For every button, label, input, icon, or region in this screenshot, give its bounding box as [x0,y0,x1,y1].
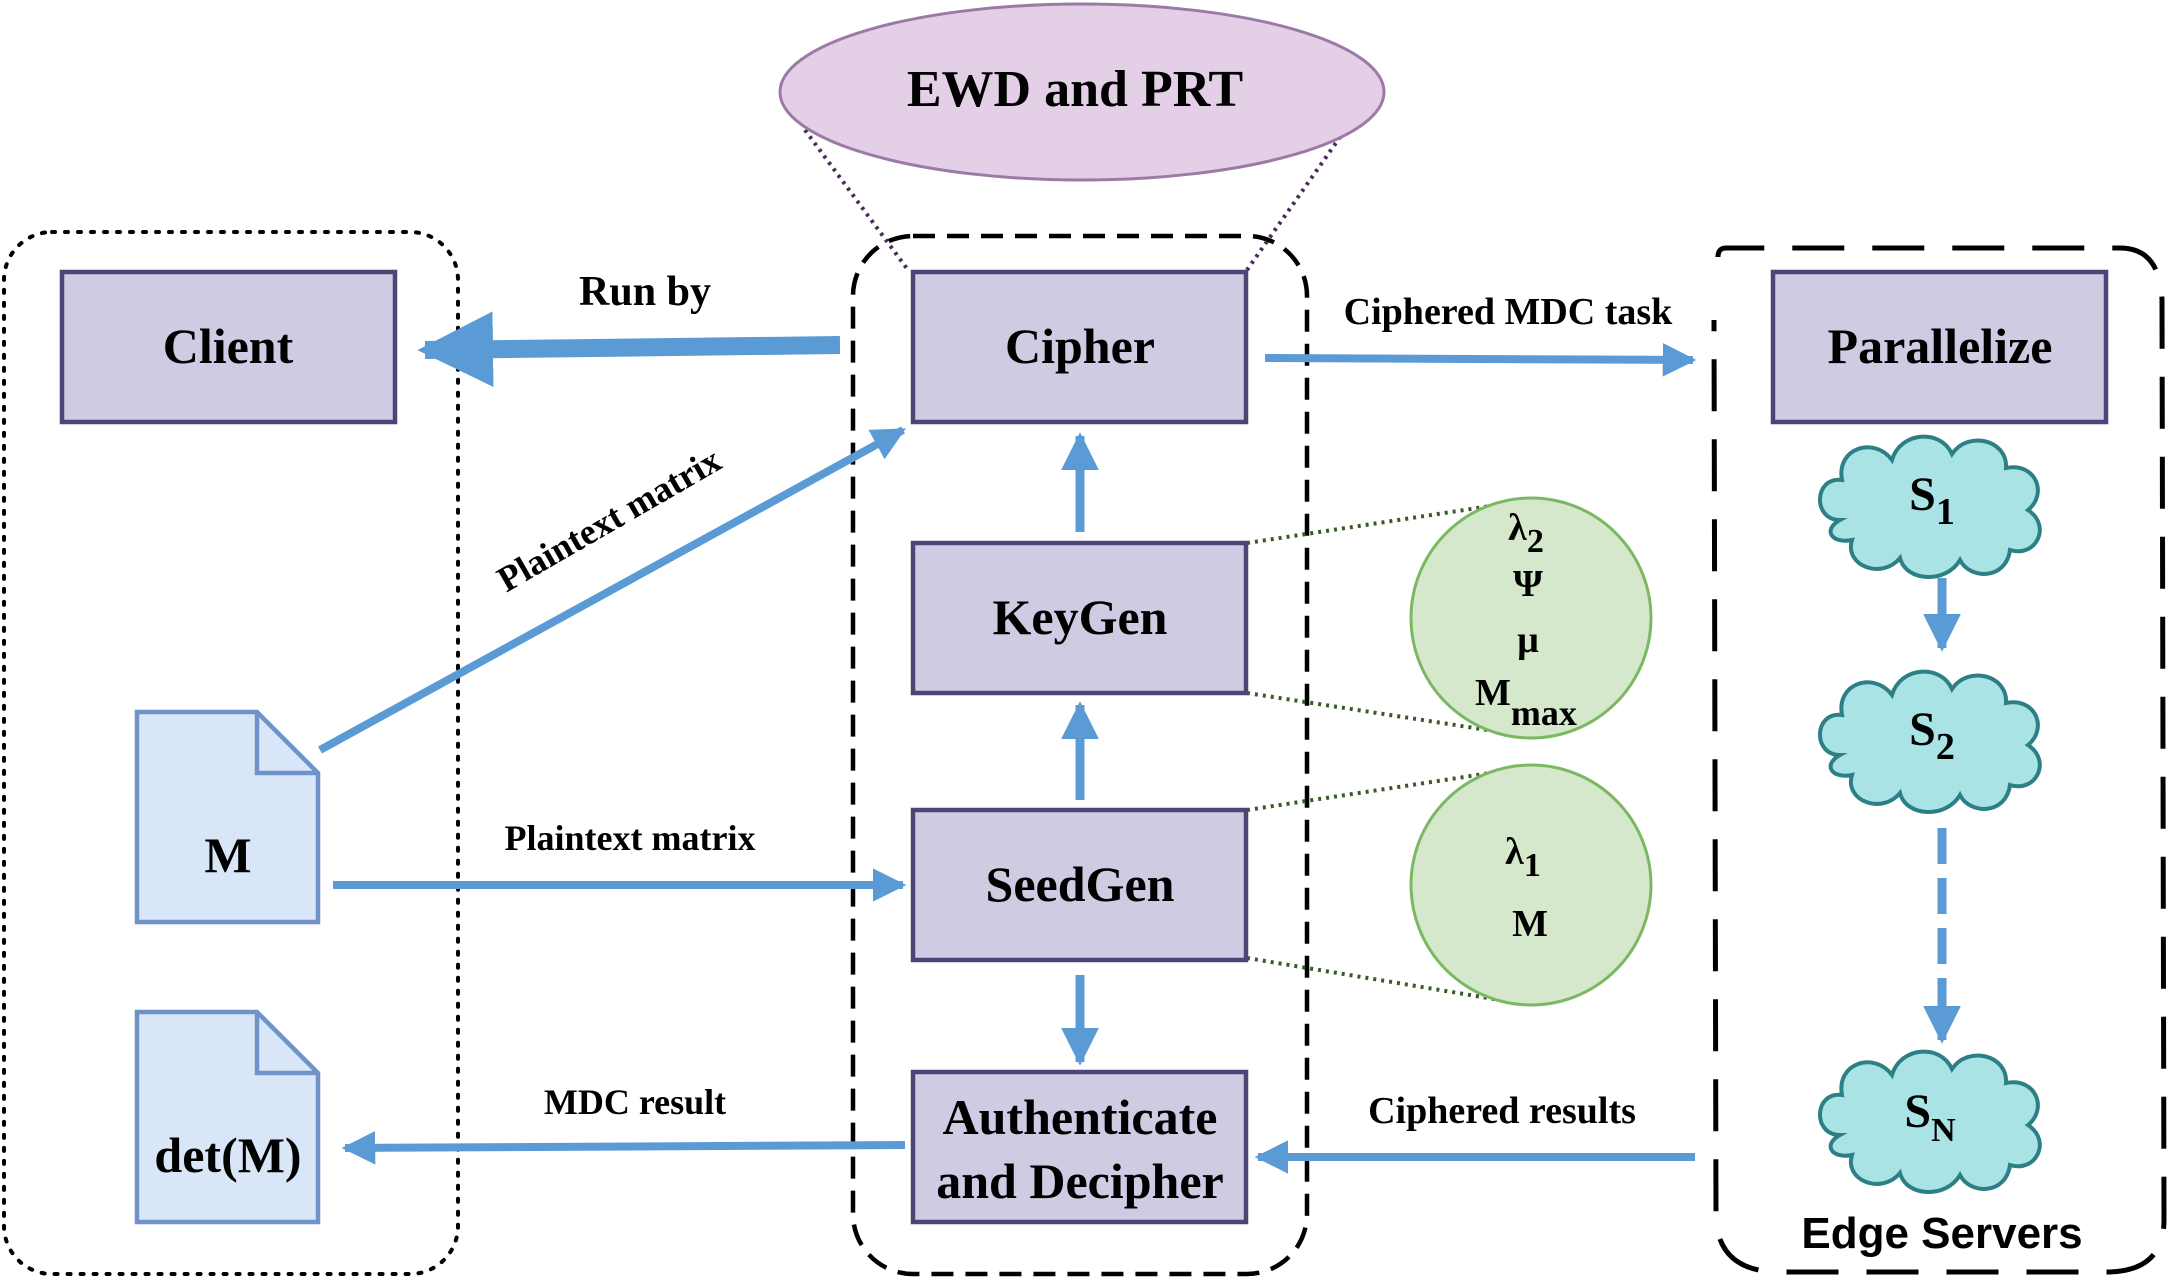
authenticate-label: Authenticate [943,1089,1218,1145]
mdc-result-label: MDC result [544,1082,726,1122]
keygen-params-circle [1409,496,1653,740]
edge-servers-group-boundary [1711,245,2167,1275]
server-s1-cloud-icon: S1 [1818,434,2042,579]
seedgen-label: SeedGen [986,856,1175,912]
run-by-label: Run by [579,269,711,315]
server-sn-cloud-icon: SN [1818,1049,2042,1194]
server-s2-cloud-icon: S2 [1818,669,2042,814]
ciphered-results-label: Ciphered results [1368,1090,1636,1132]
param-lambda2: λ2 [1508,507,1544,560]
det-doc-label: det(M) [154,1127,301,1183]
matrix-document-icon: M [134,709,321,925]
parallelize-label: Parallelize [1828,318,2053,374]
seedgen-params-circle [1409,763,1653,1007]
keygen-label: KeyGen [993,589,1168,645]
seedgen-callout-bottom [1246,956,1501,1002]
param-psi: Ψ [1513,563,1543,605]
seedgen-box: SeedGen [910,807,1249,963]
decipher-label: and Decipher [936,1153,1224,1209]
run-by-arrow [417,311,841,387]
param-mu: μ [1517,619,1539,661]
sn-label: SN [1904,1085,1956,1149]
ciphered-task-arrow [1264,343,1697,377]
s1-label: S1 [1909,468,1955,533]
plaintext-horizontal-label: Plaintext matrix [505,818,756,858]
cipher-label: Cipher [1005,318,1155,374]
determinant-document-icon: det(M) [134,1009,321,1225]
param-m: M [1512,903,1548,945]
s2-label: S2 [1909,703,1955,768]
client-label: Client [163,318,294,374]
keygen-callout-bottom [1246,691,1521,737]
plaintext-diagonal-label: Plaintext matrix [490,440,727,600]
crypto-group-boundary [850,233,1310,1277]
keygen-box: KeyGen [910,540,1249,696]
mdc-result-arrow [341,1131,906,1165]
cipher-box: Cipher [910,269,1249,425]
edge-servers-label: Edge Servers [1801,1209,2082,1258]
matrix-doc-label: M [204,827,251,883]
authenticate-decipher-box: Authenticate and Decipher [910,1069,1249,1225]
param-lambda1: λ1 [1505,831,1541,884]
parallelize-box: Parallelize [1770,269,2109,425]
ewd-prt-ellipse [778,2,1386,182]
ewd-callout-line-left [803,128,910,272]
ewd-prt-label: EWD and PRT [907,61,1243,118]
plaintext-diagonal-arrow [318,426,906,754]
client-box: Client [59,269,398,425]
param-mmax: Mmax [1475,672,1577,733]
ciphered-task-label: Ciphered MDC task [1344,291,1674,333]
